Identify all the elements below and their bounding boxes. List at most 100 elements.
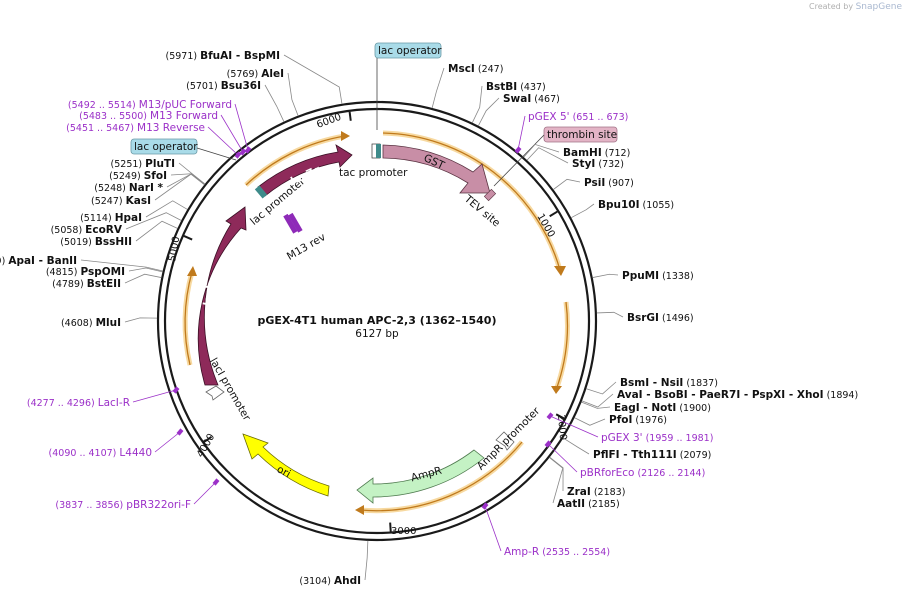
enzyme-label: PpuMI (1338) [622,270,694,282]
enzyme-site[interactable]: PpuMI (1338) [592,270,694,282]
enzyme-site[interactable]: MscI (247) [431,63,504,109]
enzyme-site[interactable]: AvaI - BsoBI - PaeR7I - PspXI - XhoI (18… [581,389,858,408]
enzyme-label: (4608) MluI [61,317,121,329]
credit-prefix: Created by [809,2,854,11]
primer-site[interactable]: pGEX 5' (651 .. 673) [514,111,629,154]
primer-label: (4090 .. 4107) L4440 [49,447,152,459]
enzyme-leader-line [128,267,163,273]
enzyme-name: BsmI [620,377,649,389]
laci-feature[interactable] [197,206,247,386]
enzyme-label: (4815) PspOMI [46,266,125,278]
enzyme-site[interactable]: (5769) AleI [227,68,299,116]
primer-name: pGEX 5' [528,111,570,123]
enzyme-leader-line [364,540,369,581]
primer-name: pGEX 3' [601,432,643,444]
ampr-orf-arrowhead [355,505,364,515]
primer-site[interactable]: (5492 .. 5514) M13/pUC Forward [68,99,252,154]
enzyme-leader-line [135,220,178,242]
enzyme-site[interactable]: (5019) BssHII [60,220,178,248]
tick-mark-2000 [555,413,565,420]
primer-name: Amp-R [504,546,539,558]
enzyme-position: (247) [475,64,504,75]
lac-operator-top-box[interactable] [374,42,442,59]
enzyme-site[interactable]: (5971) BfuAI - BspMI [166,50,343,104]
enzyme-site[interactable]: BsmI - NsiI (1837) [586,377,718,395]
primer-site[interactable]: (4090 .. 4107) L4440 [49,428,184,459]
enzyme-site[interactable]: PfoI (1976) [574,414,667,426]
primer-site[interactable]: Amp-R (2535 .. 2554) [481,502,611,558]
primer-leader-line [549,415,599,438]
ampr-orf-arc-core [359,441,523,512]
thrombin-site-box[interactable] [543,126,618,143]
primer-leader-line [207,126,239,156]
enzyme-position: (1055) [640,200,675,211]
enzyme-site[interactable]: (4608) MluI [61,317,158,329]
tick-mark-6000 [348,111,352,121]
tick-label-5000: 5000 [167,236,182,263]
primer-site[interactable]: pBRforEco (2126 .. 2144) [544,440,706,479]
enzyme-layer: MscI (247)BstBI (437)SwaI (467) BamHI (71… [0,50,858,587]
primer-range: (5492 .. 5514) [68,100,139,111]
enzyme-site[interactable]: AatII (2185) [549,457,620,510]
enzyme-site[interactable]: ZraI (2183) [549,456,626,498]
lacz-feature[interactable] [257,144,353,197]
enzyme-label: EagI - NotI (1900) [614,402,711,414]
lacz-orf-arc-core [245,135,346,186]
primer-site[interactable]: pGEX 3' (1959 .. 1981) [546,412,714,444]
enzyme-site[interactable]: (4819) ApaI - BanII [0,255,163,272]
enzyme-site[interactable]: PflFI - Tth111I (2079) [563,437,711,461]
enzyme-name: BamHI [563,147,602,159]
enzyme-site[interactable]: (5251) PluTI [111,158,206,185]
m13-rev-label: M13 rev [285,231,328,263]
primer-site[interactable]: (3837 .. 3856) pBR322ori-F [55,478,220,511]
enzyme-site[interactable]: PsiI (907) [553,177,634,190]
enzyme-site[interactable]: Bpu10I (1055) [571,199,674,219]
enzyme-name: PfoI [609,414,632,426]
gst-feature[interactable] [382,144,491,194]
gst-orf-arrowhead [554,266,566,276]
primer-label: (5451 .. 5467) M13 Reverse [66,122,205,134]
enzyme-leader-line [471,85,483,123]
enzyme-isoschizomers: - BsoBI - PaeR7I - PspXI - XhoI [643,389,824,401]
enzyme-site[interactable]: (5058) EcoRV [51,212,182,236]
primer-site[interactable]: (5451 .. 5467) M13 Reverse [66,122,242,159]
enzyme-position: (5701) [186,81,221,92]
enzyme-name: PpuMI [622,270,659,282]
enzyme-leader-line [563,437,590,455]
enzyme-name: MluI [96,317,121,329]
enzyme-site[interactable]: BamHI (712) [523,143,631,159]
ori-feature[interactable] [242,433,330,497]
lac-operator-left-box[interactable] [130,138,198,155]
primer-site[interactable]: (4277 .. 4296) LacI-R [27,386,180,409]
primer-leader-line [220,114,244,153]
ampr-feature[interactable] [356,449,485,504]
enzyme-name: ApaI [8,255,35,267]
enzyme-site[interactable]: (5114) HpaI [80,200,188,224]
enzyme-label: (5249) SfoI [109,170,167,182]
enzyme-position: (2183) [591,487,626,498]
enzyme-site[interactable]: EagI - NotI (1900) [581,401,711,414]
enzyme-name: NarI * [129,182,164,194]
enzyme-label: Bpu10I (1055) [598,199,674,211]
enzyme-leader-line [145,200,188,218]
enzyme-site[interactable]: SwaI (467) [478,93,560,126]
enzyme-site[interactable]: (4789) BstEII [52,273,162,290]
enzyme-position: (5769) [227,69,262,80]
enzyme-leader-line [80,259,163,272]
enzyme-site[interactable]: (3104) AhdI [299,540,369,587]
enzyme-site[interactable]: (5701) Bsu36I [186,80,285,122]
enzyme-position: (437) [517,82,546,93]
primer-range: (651 .. 673) [570,112,629,123]
primer-site[interactable]: (5483 .. 5500) M13 Forward [79,110,247,156]
enzyme-name: AhdI [334,575,361,587]
enzyme-site[interactable]: StyI (732) [526,147,624,170]
enzyme-site[interactable]: (5249) SfoI [109,170,205,185]
enzyme-site[interactable]: BstBI (437) [471,81,546,123]
enzyme-site[interactable]: BsrGI (1496) [596,311,694,324]
lac-operator-top-text: lac operator [378,45,442,57]
enzyme-name: Bpu10I [598,199,640,211]
enzyme-site[interactable]: (4815) PspOMI [46,266,163,278]
primer-leader-line [234,103,249,151]
enzyme-label: AatII (2185) [557,498,620,510]
m13-rev-primer-mark [283,213,298,234]
